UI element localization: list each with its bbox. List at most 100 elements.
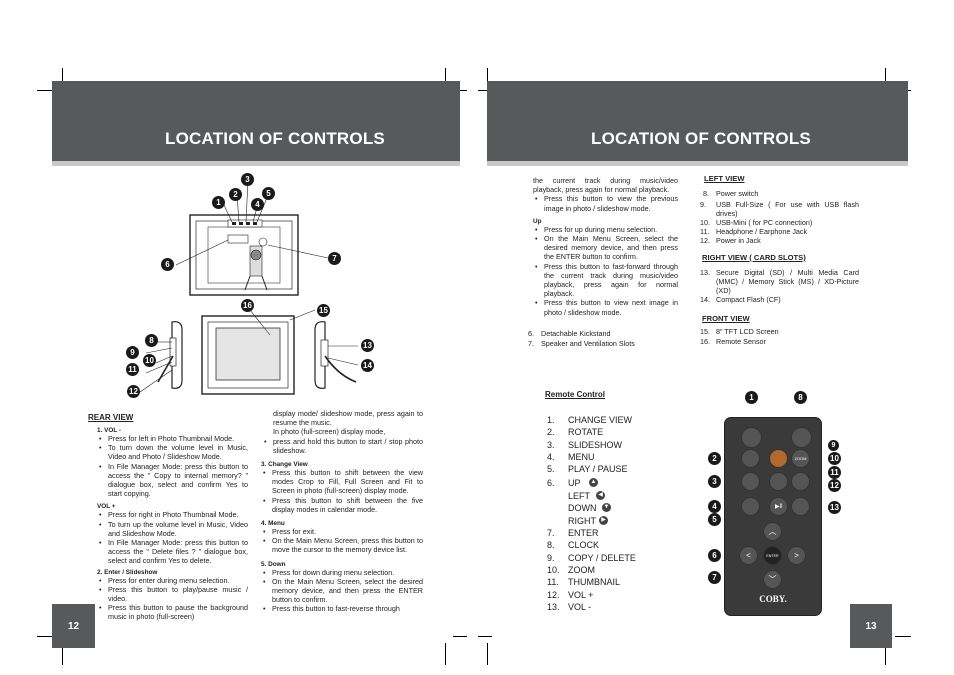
enter-title: 2. Enter / Slideshow bbox=[97, 568, 158, 576]
diagram-callout-4: 4 bbox=[251, 198, 264, 211]
list-item: Press for exit. bbox=[263, 527, 423, 536]
up-arrow-icon: ▲ bbox=[589, 478, 598, 487]
diagram-callout-16: 16 bbox=[241, 299, 254, 312]
diagram-callout-3: 3 bbox=[241, 173, 254, 186]
crop-mark bbox=[478, 636, 492, 637]
remote-callout-8: 8 bbox=[794, 391, 807, 404]
vol-plus-list: Press for right in Photo Thumbnail Mode.… bbox=[97, 510, 248, 565]
right-view-item-13: 13. Secure Digital (SD) / Multi Media Ca… bbox=[700, 268, 859, 295]
diagram-callout-8: 8 bbox=[145, 334, 158, 347]
remote-callout-1: 1 bbox=[745, 391, 758, 404]
list-item: Press this button to fast-forward throug… bbox=[535, 262, 678, 299]
vol-minus-title: 1. VOL - bbox=[97, 427, 122, 434]
front-view-heading: FRONT VIEW bbox=[702, 314, 750, 323]
enter-list: Press for enter during menu selection. P… bbox=[97, 576, 248, 622]
up-button: ︿ bbox=[763, 522, 782, 541]
change-view-button bbox=[741, 427, 762, 448]
crop-mark bbox=[885, 643, 886, 665]
remote-callout-3: 3 bbox=[708, 475, 721, 488]
left-page-banner: LOCATION OF CONTROLS bbox=[52, 81, 460, 166]
list-item: Press this button to shift between the f… bbox=[263, 496, 423, 514]
right-view-heading: RIGHT VIEW ( CARD SLOTS) bbox=[702, 253, 806, 262]
clock-button bbox=[791, 427, 812, 448]
page-number: 13 bbox=[850, 604, 892, 648]
crop-mark bbox=[453, 90, 467, 91]
list-item: Press for down during menu selection. bbox=[263, 568, 423, 577]
rotate-button bbox=[741, 449, 760, 468]
menu-title: 4. Menu bbox=[261, 520, 285, 528]
crop-mark bbox=[478, 90, 492, 91]
list-item: In File Manager Mode: press this button … bbox=[99, 462, 248, 499]
list-item: Press this button to pause the backgroun… bbox=[99, 603, 248, 621]
vol-minus-list: Press for left in Photo Thumbnail Mode. … bbox=[97, 434, 248, 498]
banner-strip bbox=[52, 161, 460, 166]
down-title: 5. Down bbox=[261, 560, 286, 568]
down-arrow-icon: ▼ bbox=[602, 503, 611, 512]
crop-mark bbox=[453, 636, 467, 637]
diagram-callout-1: 1 bbox=[212, 196, 225, 209]
left-button: < bbox=[739, 546, 758, 565]
crop-mark bbox=[487, 643, 488, 665]
rear-view-section-continued: display mode/ slideshow mode, press agai… bbox=[261, 409, 423, 614]
crop-mark bbox=[895, 636, 911, 637]
page-number: 12 bbox=[52, 604, 95, 648]
copy-delete-button bbox=[769, 449, 788, 468]
crop-mark bbox=[62, 68, 63, 90]
enter-button: ENTER bbox=[763, 546, 782, 565]
diagram-callout-7: 7 bbox=[328, 252, 341, 265]
play-pause-button: ▶‖ bbox=[769, 497, 788, 516]
list-item: Press this button to view the previous i… bbox=[535, 194, 678, 212]
diagram-callout-2: 2 bbox=[229, 188, 242, 201]
coby-logo: COBY. bbox=[759, 594, 787, 604]
list-item: On the Main Menu Screen, select the desi… bbox=[263, 577, 423, 605]
diagram-callout-11: 11 bbox=[126, 363, 139, 376]
crop-mark bbox=[885, 68, 886, 90]
zoom-button: ZOOM bbox=[791, 449, 810, 468]
change-view-list: Press this button to shift between the v… bbox=[261, 468, 423, 514]
rear-view-heading: REAR VIEW bbox=[88, 413, 134, 422]
diagram-callout-15: 15 bbox=[317, 304, 330, 317]
diagram-callout-10: 10 bbox=[143, 354, 156, 367]
crop-mark bbox=[445, 643, 446, 665]
vol-plus-title: VOL + bbox=[97, 503, 116, 511]
down-continued-list: Press this button to view the previous i… bbox=[533, 194, 678, 212]
vol-minus-button bbox=[791, 497, 810, 516]
list-item: On the Main Menu Screen, select the desi… bbox=[535, 234, 678, 262]
diagram-callout-12: 12 bbox=[127, 385, 140, 398]
diagram-callout-9: 9 bbox=[126, 346, 139, 359]
left-view-heading: LEFT VIEW bbox=[704, 174, 745, 183]
direction-pad: ︿ < ENTER > ﹀ bbox=[739, 522, 806, 589]
list-item: In File Manager Mode: press this button … bbox=[99, 538, 248, 566]
list-item: On the Main Menu Screen, press this butt… bbox=[263, 536, 423, 554]
crop-mark bbox=[62, 643, 63, 665]
remote-callout-9: 9 bbox=[828, 440, 839, 451]
right-col1: the current track during music/video pla… bbox=[522, 176, 678, 317]
crop-mark bbox=[37, 90, 53, 91]
vol-plus-button bbox=[791, 472, 810, 491]
enter-continued-text: display mode/ slideshow mode, press agai… bbox=[273, 409, 423, 428]
down-button: ﹀ bbox=[763, 570, 782, 589]
diagram-callout-14: 14 bbox=[361, 359, 374, 372]
list-item: Press for right in Photo Thumbnail Mode. bbox=[99, 510, 248, 519]
list-item: press and hold this button to start / st… bbox=[264, 437, 423, 455]
rear-view-section: REAR VIEW 1. VOL - Press for left in Pho… bbox=[88, 413, 248, 622]
list-item: To turn down the volume level in Music, … bbox=[99, 443, 248, 461]
right-page-banner: LOCATION OF CONTROLS bbox=[487, 81, 908, 166]
enter-continued-text-2: In photo (full-screen) display mode, bbox=[273, 427, 386, 437]
enter-continued-list: press and hold this button to start / st… bbox=[262, 437, 423, 455]
list-item: Press this button to play/pause music / … bbox=[99, 585, 248, 603]
list-item: Press for enter during menu selection. bbox=[99, 576, 248, 585]
remote-callout-5: 5 bbox=[708, 513, 721, 526]
list-item: Press this button to view next image in … bbox=[535, 298, 678, 316]
remote-callout-11: 11 bbox=[828, 466, 841, 479]
left-view-item-9: 9. USB Full-Size ( For use with USB flas… bbox=[700, 200, 859, 218]
remote-callout-2: 2 bbox=[708, 452, 721, 465]
remote-control-heading: Remote Control bbox=[545, 390, 605, 399]
page-title: LOCATION OF CONTROLS bbox=[591, 129, 811, 148]
up-list: Press for up during menu selection. On t… bbox=[533, 225, 678, 317]
slideshow-button bbox=[741, 472, 760, 491]
down-list: Press for down during menu selection. On… bbox=[261, 568, 423, 614]
right-button: > bbox=[787, 546, 806, 565]
remote-callout-6: 6 bbox=[708, 549, 721, 562]
down-continued-text: the current track during music/video pla… bbox=[533, 176, 678, 195]
